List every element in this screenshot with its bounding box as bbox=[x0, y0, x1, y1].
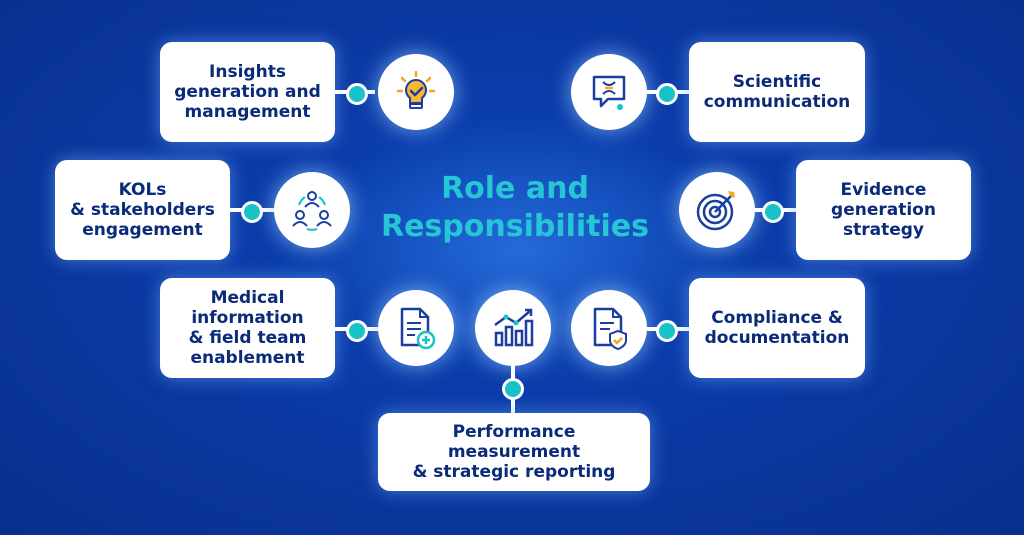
connector-dot bbox=[656, 320, 678, 342]
item-box-kols: KOLs & stakeholders engagement bbox=[55, 160, 230, 260]
item-box-medical-information: Medical information & field team enablem… bbox=[160, 278, 335, 378]
connector-dot bbox=[502, 378, 524, 400]
item-box-insights: Insights generation and management bbox=[160, 42, 335, 142]
document-plus-icon bbox=[378, 290, 454, 366]
item-label-kols: KOLs & stakeholders engagement bbox=[70, 180, 215, 240]
connector-dot bbox=[241, 201, 263, 223]
connector-dot bbox=[346, 83, 368, 105]
connector-dot bbox=[346, 320, 368, 342]
connector-dot bbox=[656, 83, 678, 105]
people-network-icon bbox=[274, 172, 350, 248]
lightbulb-check-icon bbox=[378, 54, 454, 130]
item-label-evidence-generation: Evidence generation strategy bbox=[831, 180, 936, 240]
item-label-medical-information: Medical information & field team enablem… bbox=[188, 288, 307, 368]
item-box-evidence-generation: Evidence generation strategy bbox=[796, 160, 971, 260]
diagram-title: Role and Responsibilities bbox=[380, 171, 650, 244]
item-label-scientific-communication: Scientific communication bbox=[703, 72, 851, 112]
item-box-compliance: Compliance & documentation bbox=[689, 278, 865, 378]
document-shield-icon bbox=[571, 290, 647, 366]
connector-dot bbox=[762, 201, 784, 223]
item-label-insights: Insights generation and management bbox=[174, 62, 321, 122]
item-label-compliance: Compliance & documentation bbox=[704, 308, 850, 348]
target-arrow-icon bbox=[679, 172, 755, 248]
item-box-scientific-communication: Scientific communication bbox=[689, 42, 865, 142]
bar-chart-trend-icon bbox=[475, 290, 551, 366]
item-box-performance-measurement: Performance measurement & strategic repo… bbox=[378, 413, 650, 491]
item-label-performance-measurement: Performance measurement & strategic repo… bbox=[412, 422, 616, 482]
dna-chat-icon bbox=[571, 54, 647, 130]
